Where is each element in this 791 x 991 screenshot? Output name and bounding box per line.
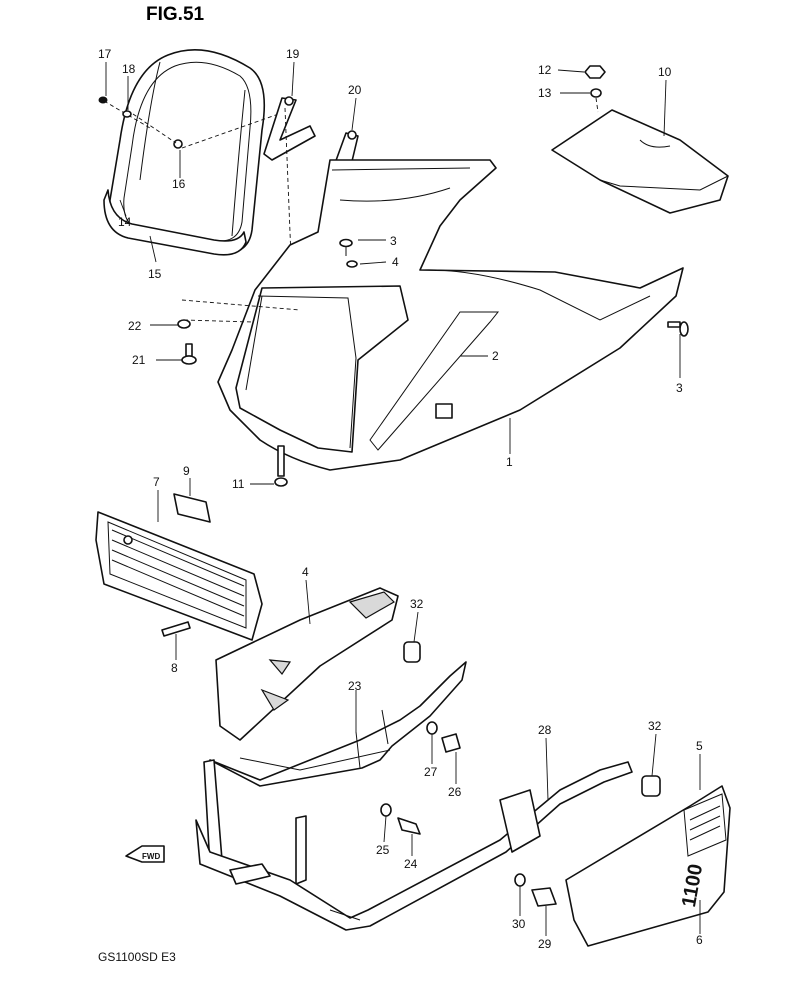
label-10 [173,493,211,523]
callout-32b: 32 [648,719,662,733]
fwd-arrow-icon: FWD [125,845,165,863]
grommet-4 [346,260,358,268]
callout-28: 27 [424,765,438,779]
callout-27: 26 [448,785,462,799]
fwd-label: FWD [142,852,160,861]
figure-title: FIG.51 [146,4,205,25]
washer-26 [380,803,392,817]
callout-29: 28 [538,723,552,737]
bolt-25 [397,817,421,835]
washer-23 [177,319,191,329]
callout-12: 11 [232,477,245,491]
callout-6: 5 [696,739,703,753]
callout-8: 7 [153,475,160,489]
callout-9: 8 [171,661,178,675]
callout-21: 20 [348,83,362,97]
callout-17: 16 [172,177,186,191]
callout-4: 4 [392,255,399,269]
callout-3a: 3 [390,234,397,248]
frame-24 [203,661,467,885]
callout-10: 9 [183,464,190,478]
washer-14 [590,88,602,98]
washer-31 [514,873,526,887]
callout-25: 24 [404,857,418,871]
bolt-27 [441,733,461,753]
bracket-20 [263,96,316,161]
side-cover-5 [215,587,399,741]
callout-30: 29 [538,937,552,951]
callout-18: 17 [98,47,112,61]
callout-20: 19 [286,47,300,61]
callout-23: 22 [128,319,142,333]
callout-13: 12 [538,63,552,77]
windscreen-bolt [173,139,183,149]
callout-31: 30 [512,917,526,931]
nut-13 [584,65,606,79]
cover-11 [551,109,729,214]
callout-labels: 17 18 16 14 15 19 20 12 13 10 3 4 2 3 1 … [98,47,703,951]
callout-5: 4 [302,565,309,579]
model-code: GS1100SD E3 [98,950,176,964]
callout-7: 6 [696,933,703,947]
washer-19 [122,110,132,118]
callout-26: 25 [376,843,390,857]
callout-2: 2 [492,349,499,363]
reflector-plate-8 [95,511,263,641]
stay-29 [195,761,633,931]
damper-32a [403,641,421,663]
fairing-1 [217,159,684,471]
damper-32b [641,775,661,797]
callout-19: 18 [122,62,136,76]
bolt-30 [531,887,557,907]
bolt-12 [274,445,288,487]
screw-3a [339,238,353,256]
washer-28 [426,721,438,735]
callout-1: 1 [506,455,513,469]
screw-22 [181,343,197,365]
screw-3b [667,321,689,337]
callout-22: 21 [132,353,146,367]
callout-11: 10 [658,65,672,79]
tail-cover-6 [565,785,731,947]
callout-3b: 3 [676,381,683,395]
leader-lines [105,61,701,936]
screw-9 [161,621,191,637]
callout-14: 13 [538,86,552,100]
callout-16: 15 [148,267,162,281]
callout-15: 14 [118,215,132,229]
callout-24: 23 [348,679,362,693]
windscreen [103,49,266,256]
screw-18 [98,96,108,104]
callout-32a: 32 [410,597,424,611]
